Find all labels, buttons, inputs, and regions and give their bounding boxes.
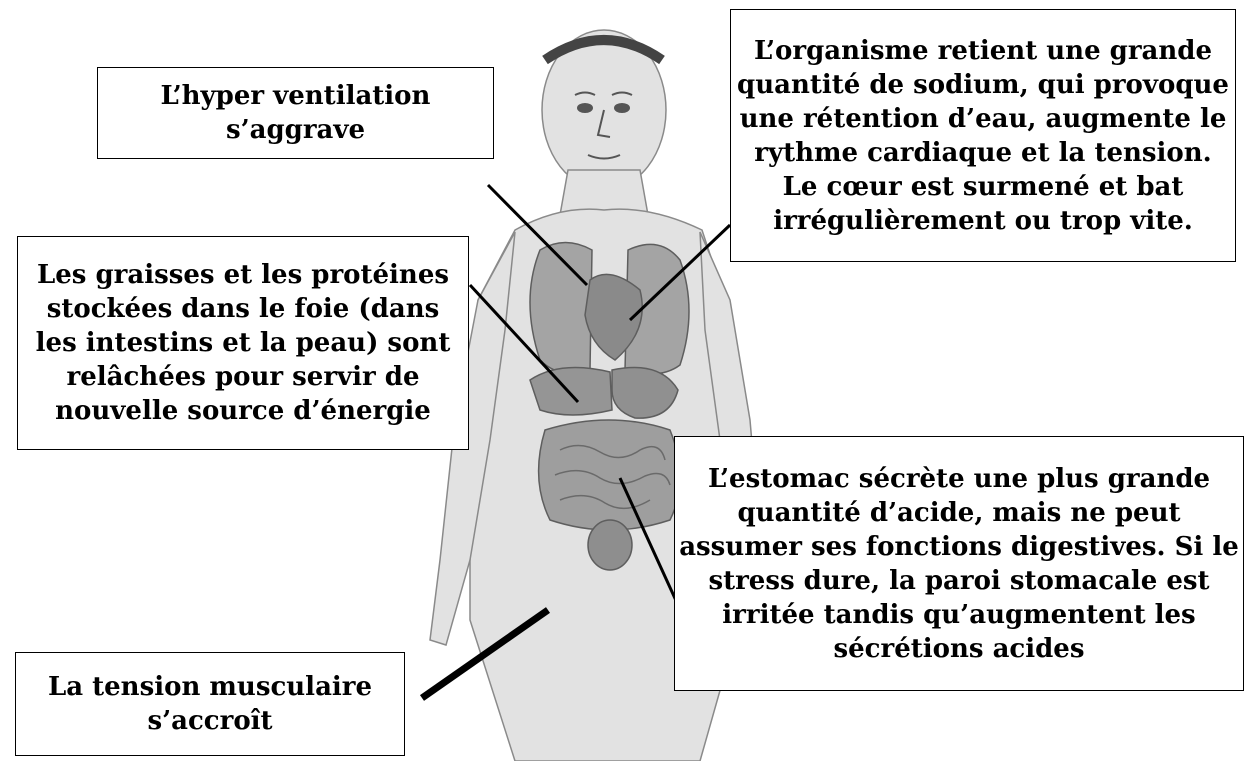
liver <box>530 368 612 416</box>
label-tension: La tension musculaire s’accroît <box>15 652 405 756</box>
intestines <box>539 420 680 530</box>
bladder <box>588 520 632 570</box>
label-sodium-text: L’organisme retient une grande quantité … <box>737 34 1229 238</box>
organs <box>530 243 689 571</box>
label-hyperventilation-text: L’hyper ventilation s’aggrave <box>108 79 483 147</box>
left-eye <box>578 104 592 112</box>
right-eye <box>615 104 629 112</box>
label-estomac-text: L’estomac sécrète une plus grande quanti… <box>679 462 1239 666</box>
label-graisses: Les graisses et les protéines stockées d… <box>17 236 469 450</box>
left-lung <box>530 243 592 374</box>
label-tension-text: La tension musculaire s’accroît <box>26 670 394 738</box>
neck-shape <box>560 170 648 215</box>
label-hyperventilation: L’hyper ventilation s’aggrave <box>97 67 494 159</box>
label-estomac: L’estomac sécrète une plus grande quanti… <box>674 436 1244 691</box>
label-sodium: L’organisme retient une grande quantité … <box>730 9 1236 262</box>
label-graisses-text: Les graisses et les protéines stockées d… <box>24 258 462 428</box>
